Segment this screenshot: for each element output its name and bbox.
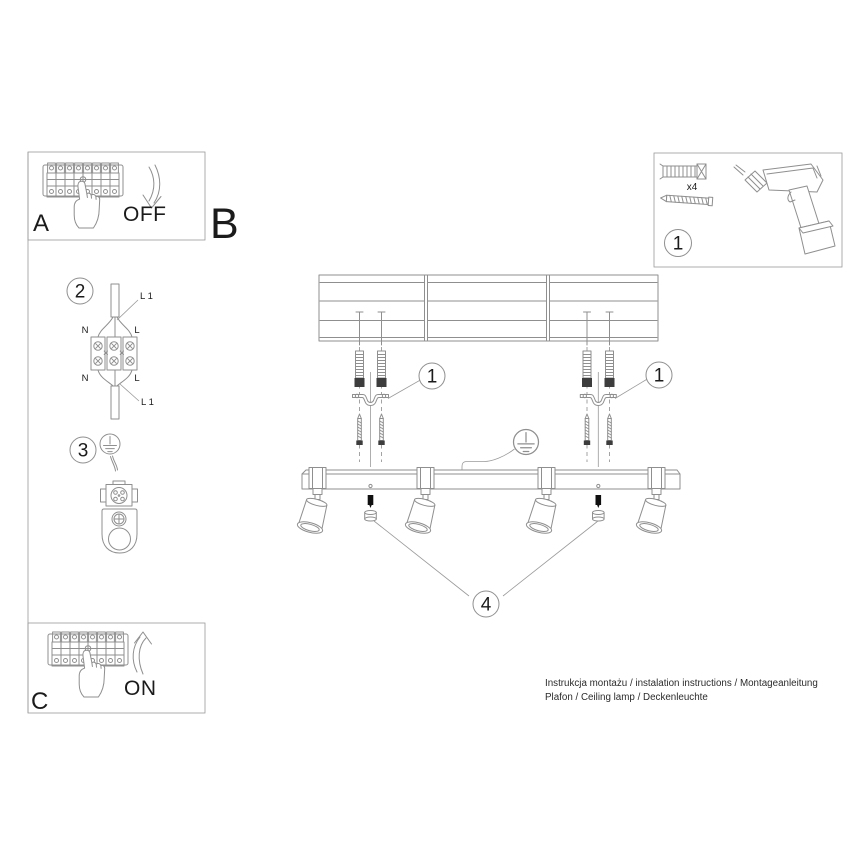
step-1-badge-right	[645, 361, 673, 389]
wall-plug-icon	[354, 350, 365, 388]
section-c-box	[27, 622, 206, 714]
earth-terminal	[100, 480, 138, 507]
footer-line-1: Instrukcja montażu / instalation instruc…	[545, 678, 818, 689]
wall-plug-icon	[376, 350, 387, 388]
wire-l1-bottom-label: L 1	[141, 397, 154, 408]
ground-diagram: 3	[69, 433, 138, 554]
step-1-number-left: 1	[427, 367, 438, 388]
on-label: ON	[124, 677, 157, 700]
fixing-screw	[364, 494, 377, 522]
hand-icon	[73, 180, 101, 229]
step-2-number: 2	[75, 282, 86, 303]
spotlight	[524, 488, 560, 537]
step-1-badge	[664, 229, 692, 257]
cable-bottom	[110, 385, 120, 420]
screw-icon	[660, 194, 714, 207]
parts-box-content: x4 1	[659, 163, 836, 257]
screw-icon	[605, 413, 614, 446]
step-3-badge	[69, 436, 97, 464]
cable-top	[110, 283, 120, 318]
arrow-down-icon	[142, 164, 162, 209]
section-a: A OFF	[33, 162, 167, 237]
terminal-n-bottom: N	[82, 373, 89, 384]
lamp-bar	[301, 467, 681, 490]
terminal-n-top: N	[82, 325, 89, 336]
hand-icon	[78, 649, 106, 698]
spotlight	[403, 488, 439, 537]
section-a-box	[27, 151, 206, 241]
section-c: C ON	[31, 631, 157, 715]
earth-wire	[110, 455, 118, 472]
arrow-up-icon	[132, 631, 152, 675]
terminal-block	[90, 336, 138, 371]
step-4-number: 4	[481, 595, 492, 616]
wire-l1-top-label: L 1	[140, 291, 153, 302]
step-3-number: 3	[78, 441, 89, 462]
ceiling	[318, 274, 659, 346]
step-1-badge-left	[418, 362, 446, 390]
step-4-badge	[472, 590, 500, 618]
step-2-badge	[66, 277, 94, 305]
spotlight	[634, 488, 670, 537]
earth-symbol-icon	[512, 428, 540, 456]
step-1-number: 1	[673, 234, 684, 255]
terminal-l-bottom: L	[134, 373, 139, 384]
fixing-screw	[592, 494, 605, 522]
terminal-l-top: L	[134, 325, 139, 336]
mount-plate	[101, 508, 138, 554]
section-a-label: A	[33, 210, 49, 237]
page-frame	[27, 151, 843, 714]
main-diagram: 1 1 4	[295, 274, 681, 618]
dowel-qty-label: x4	[687, 182, 698, 193]
wall-plug-icon	[659, 163, 707, 180]
off-label: OFF	[123, 203, 167, 226]
wall-plug-icon	[581, 350, 593, 388]
section-b-label: B	[210, 200, 239, 248]
section-c-label: C	[31, 688, 48, 715]
earth-symbol-icon	[99, 433, 121, 455]
spotlight	[295, 488, 331, 537]
wiring-diagram: 2 N L N L L 1 L 1	[66, 277, 154, 420]
footer-line-2: Plafon / Ceiling lamp / Deckenleuchte	[545, 692, 708, 703]
parts-box	[653, 152, 843, 268]
lamp-mount-tabs	[308, 467, 666, 489]
drill-icon	[733, 163, 836, 255]
screw-icon	[377, 413, 386, 446]
wall-plug-icon	[604, 350, 615, 388]
screw-icon	[355, 413, 364, 446]
step-1-number-right: 1	[654, 366, 665, 387]
screw-icon	[583, 413, 591, 446]
